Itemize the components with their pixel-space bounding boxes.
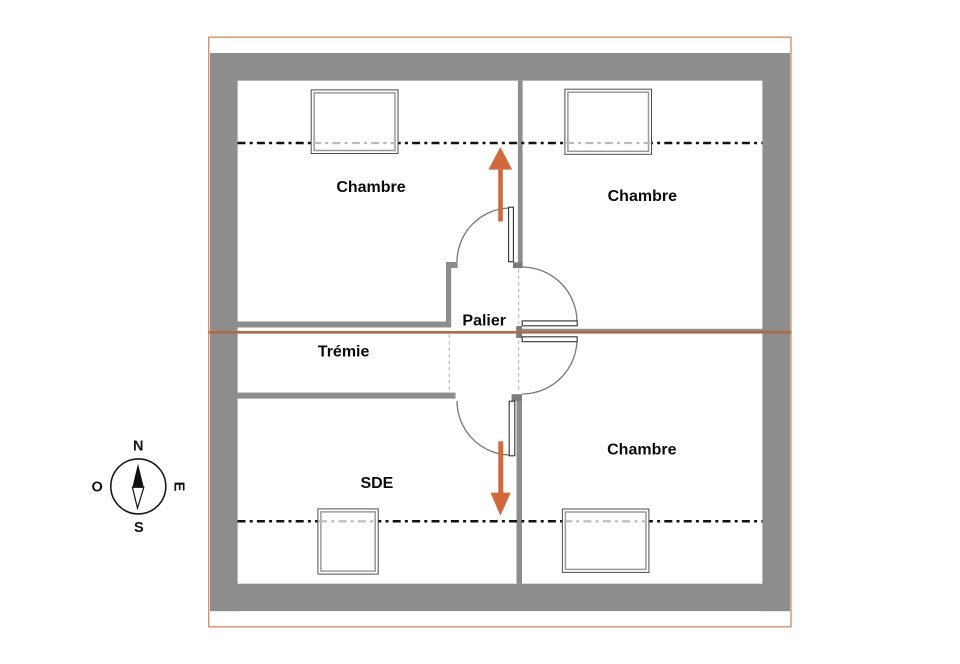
svg-text:Palier: Palier [462,312,506,329]
svg-text:N: N [133,438,143,454]
svg-text:Trémie: Trémie [318,343,370,360]
svg-text:Chambre: Chambre [607,442,676,459]
svg-text:SDE: SDE [360,475,393,492]
svg-text:Chambre: Chambre [608,188,677,205]
svg-text:S: S [134,520,144,536]
svg-text:Chambre: Chambre [336,179,405,196]
svg-text:O: O [92,480,103,496]
svg-text:E: E [171,482,187,492]
